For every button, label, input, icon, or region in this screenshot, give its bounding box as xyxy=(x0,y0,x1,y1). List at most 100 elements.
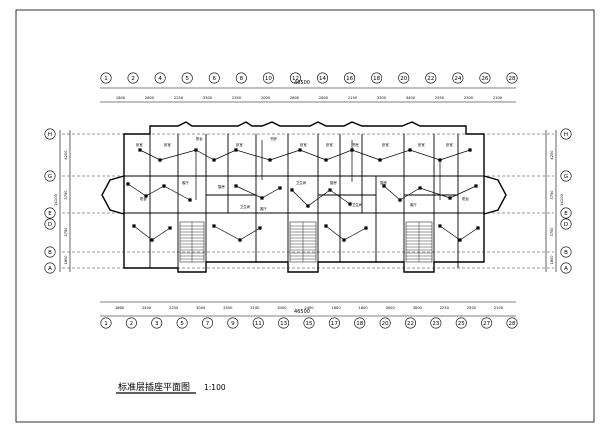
bottom-dimension-value: 3000 xyxy=(386,306,396,310)
socket-symbol xyxy=(328,188,332,192)
drawing-scale: 1:100 xyxy=(204,383,226,392)
socket-symbol xyxy=(350,148,354,152)
bottom-axis-bubble xyxy=(404,317,416,329)
bottom-axis-bubble xyxy=(151,317,163,329)
bottom-axis-bubble xyxy=(252,317,264,329)
right-axis-bubble xyxy=(560,170,572,182)
bottom-axis-bubble xyxy=(278,317,290,329)
socket-symbol xyxy=(378,158,382,162)
bottom-dimension-value: 2100 xyxy=(250,306,260,310)
bottom-axis-label: 15 xyxy=(306,321,313,327)
top-axis-label: 2 xyxy=(131,76,135,82)
bottom-axis-bubble xyxy=(303,317,315,329)
bottom-axis-bubble xyxy=(328,317,340,329)
right-dimension-value: 1800 xyxy=(550,255,554,265)
building-outline xyxy=(101,121,507,273)
bottom-dimension-value: 2550 xyxy=(467,306,477,310)
wiring-run xyxy=(325,225,367,241)
socket-symbol xyxy=(268,158,272,162)
bottom-axis-bubble xyxy=(100,317,112,329)
socket-symbol xyxy=(364,226,368,230)
socket-symbol xyxy=(260,196,264,200)
socket-symbol xyxy=(474,184,478,188)
room-label: 卧室 xyxy=(382,142,389,147)
right-axis-bubble xyxy=(560,207,572,219)
top-axis-bubble xyxy=(235,72,247,84)
right-dimension-value: 3750 xyxy=(550,190,554,200)
left-dimension-value: 3750 xyxy=(64,227,68,237)
sheet-border xyxy=(15,9,595,423)
socket-symbol xyxy=(290,188,294,192)
socket-symbol xyxy=(194,148,198,152)
left-axis-label: A xyxy=(48,266,52,272)
top-dimension-value: 3300 xyxy=(203,96,213,100)
room-label: 客厅 xyxy=(260,206,267,211)
socket-symbol xyxy=(188,198,192,202)
top-axis-label: 12 xyxy=(292,76,299,82)
socket-symbol xyxy=(324,224,328,228)
bottom-dimension-value: 1600 xyxy=(331,306,341,310)
top-axis-bubble xyxy=(452,72,464,84)
socket-symbol xyxy=(144,194,148,198)
bottom-dimension-lines xyxy=(100,301,516,317)
socket-symbol xyxy=(408,148,412,152)
left-axis-label: H xyxy=(48,132,52,138)
top-axis-bubble xyxy=(262,72,274,84)
bottom-axis-bubble xyxy=(125,317,137,329)
bottom-axis-label: 18 xyxy=(356,321,363,327)
socket-symbol xyxy=(126,182,130,186)
left-axis-label: B xyxy=(48,250,52,256)
bottom-axis-bubble xyxy=(481,317,493,329)
room-label: 卧室 xyxy=(164,142,171,147)
right-axis-label: E xyxy=(564,211,568,217)
wiring-run xyxy=(133,225,171,241)
bottom-total-dimension: 46500 xyxy=(294,309,310,315)
room-label: 卫生间 xyxy=(352,202,363,207)
top-axis-bubble xyxy=(317,72,329,84)
top-dimension-value: 1800 xyxy=(116,96,126,100)
top-axis-bubble xyxy=(398,72,410,84)
top-axis-label: 5 xyxy=(185,76,189,82)
top-dimension-value: 3300 xyxy=(377,96,387,100)
bottom-dimension-value: 2400 xyxy=(304,306,314,310)
bottom-dimension-value: 3000 xyxy=(196,306,206,310)
bottom-axis-bubble xyxy=(506,317,518,329)
room-label: 卧室 xyxy=(136,142,143,147)
top-axis-bubble xyxy=(425,72,437,84)
bottom-axis-label: 5 xyxy=(180,321,184,327)
room-label: 厨房 xyxy=(330,180,337,185)
bottom-axis-bubble xyxy=(227,317,239,329)
left-axis-bubble xyxy=(44,218,56,230)
top-dimension-value: 2550 xyxy=(435,96,445,100)
right-dimension-value: 4200 xyxy=(550,150,554,160)
interior-walls xyxy=(124,134,484,268)
bottom-axis-label: 28 xyxy=(509,321,516,327)
bottom-axis-label: 3 xyxy=(155,321,159,327)
right-axis-label: B xyxy=(564,250,568,256)
room-label: 卫生间 xyxy=(240,204,251,209)
bottom-axis-label: 20 xyxy=(382,321,389,327)
bottom-axis-bubble xyxy=(379,317,391,329)
wiring-run xyxy=(213,225,261,241)
top-total-dimension: 46500 xyxy=(294,80,310,86)
top-axis-label: 1 xyxy=(104,76,108,82)
socket-symbol xyxy=(150,238,154,242)
top-dimension-value: 2300 xyxy=(464,96,474,100)
room-label: 厨房 xyxy=(218,184,225,189)
bottom-axis-bubble xyxy=(354,317,366,329)
socket-symbol xyxy=(168,226,172,230)
top-axis-label: 18 xyxy=(373,76,380,82)
socket-symbol xyxy=(476,226,480,230)
bottom-axis-label: 7 xyxy=(206,321,210,327)
top-axis-label: 4 xyxy=(158,76,162,82)
room-label: 卧室 xyxy=(326,142,333,147)
left-axis-bubble xyxy=(44,170,56,182)
room-label: 阳台 xyxy=(196,136,203,141)
bottom-axis-label: 9 xyxy=(231,321,235,327)
socket-symbol xyxy=(212,158,216,162)
top-dimension-value: 2100 xyxy=(493,96,503,100)
top-axis-bubble xyxy=(100,72,112,84)
room-label: 卧室 xyxy=(418,142,425,147)
